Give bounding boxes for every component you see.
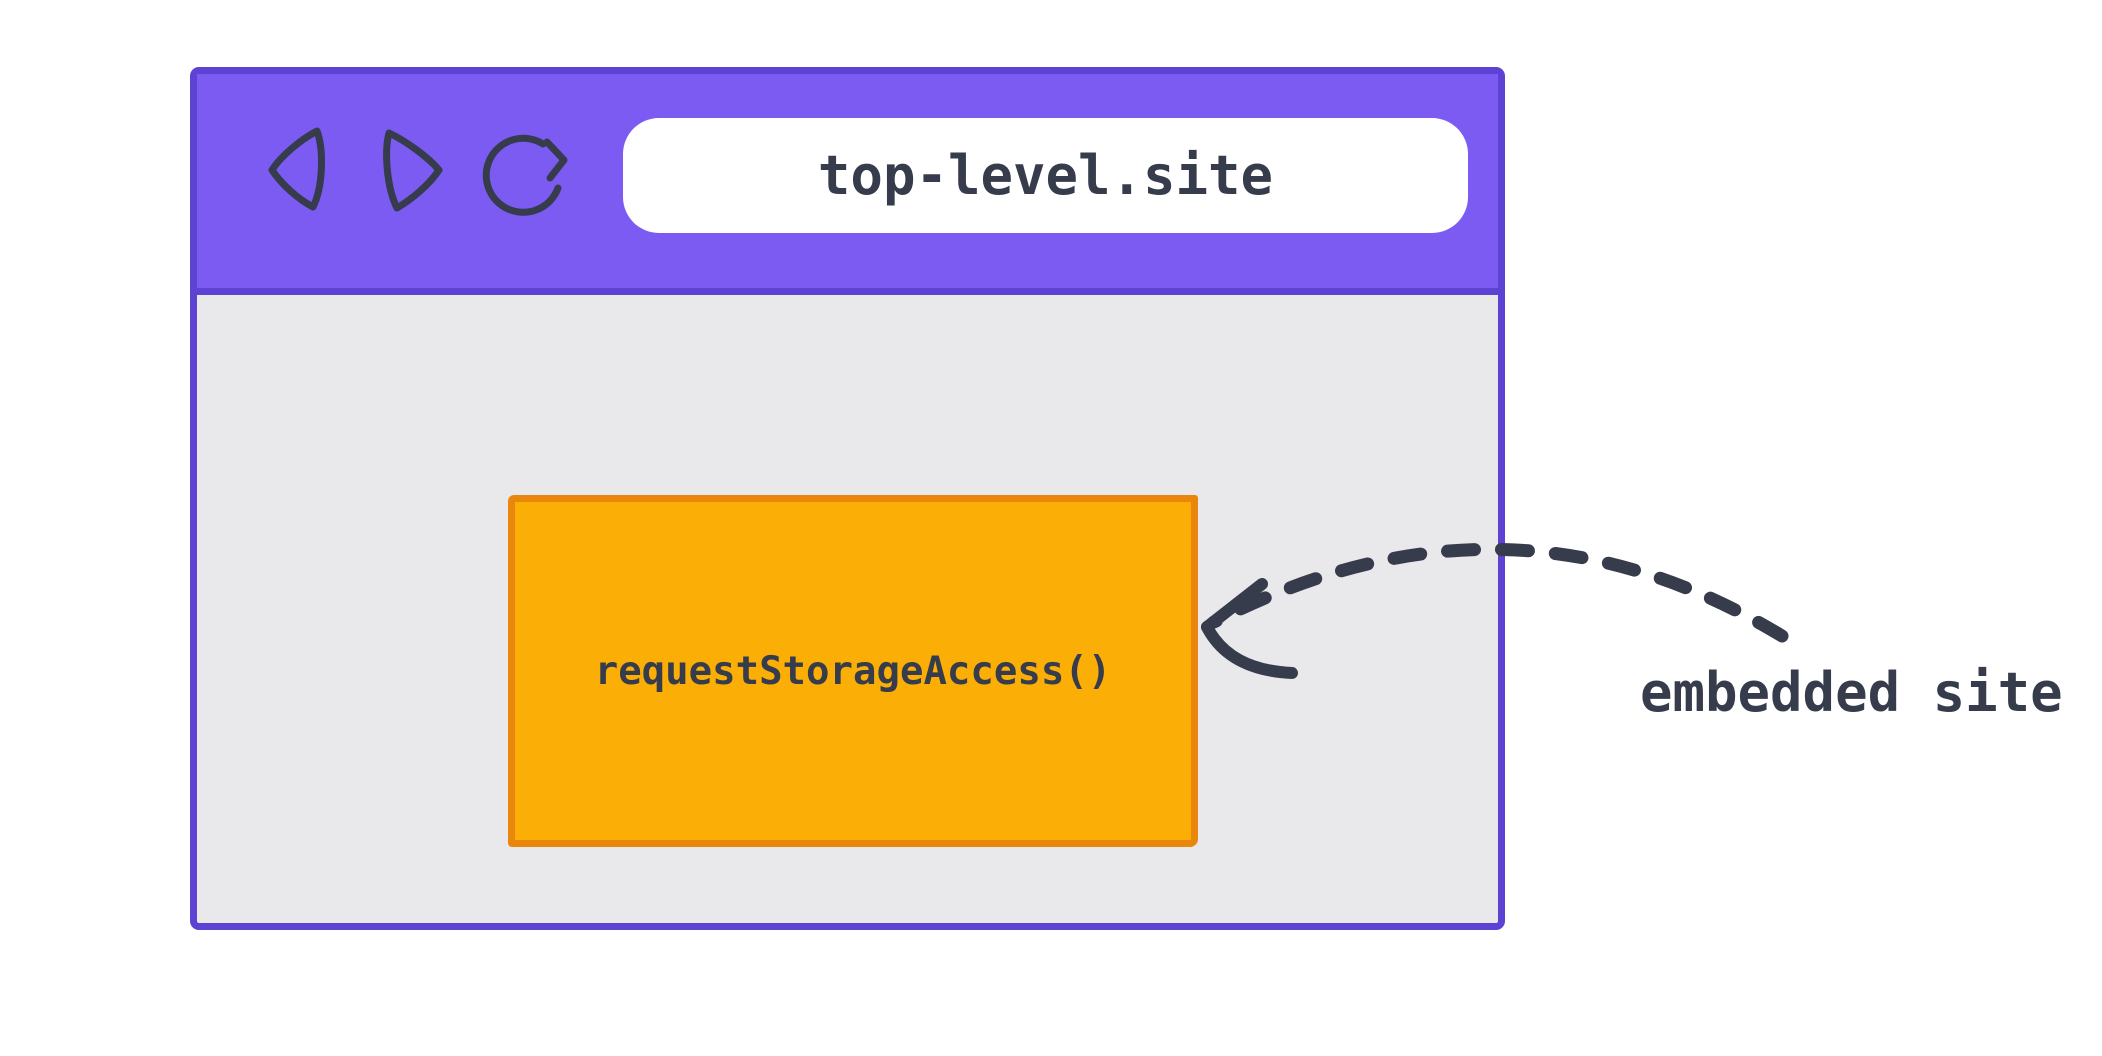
back-icon[interactable] (268, 127, 326, 211)
embed-label: requestStorageAccess() (594, 648, 1112, 694)
address-bar[interactable]: top-level.site (623, 118, 1468, 233)
browser-content: requestStorageAccess() (197, 295, 1498, 923)
forward-icon[interactable] (383, 129, 443, 212)
browser-toolbar: top-level.site (197, 74, 1498, 295)
browser-window: top-level.site requestStorageAccess() (190, 67, 1505, 930)
embedded-site-label: embedded site (1640, 661, 2063, 724)
nav-icons (268, 127, 568, 216)
reload-icon[interactable] (482, 134, 568, 216)
embedded-iframe[interactable]: requestStorageAccess() (508, 495, 1198, 847)
address-bar-text: top-level.site (817, 143, 1274, 207)
